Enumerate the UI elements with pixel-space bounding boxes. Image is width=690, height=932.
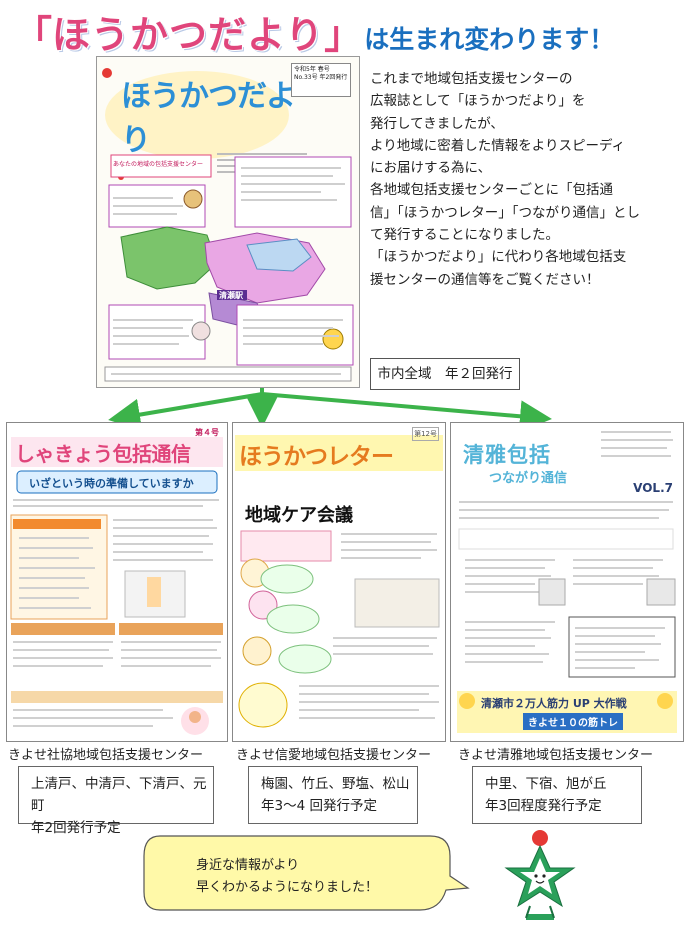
citywide-area-box: 市内全域 年２回発行 [370,358,520,390]
intro-line: 信」「ほうかつレター」「つながり通信」とし [370,204,640,221]
main-logo-text: ほうかつだより [121,79,296,158]
newsletter-shakyo-banner: いざという時の準備していますか [29,477,194,490]
caption-shinai: きよせ信愛地域包括支援センター [236,748,432,763]
main-panel-title: あなたの地域の包括支援センター [113,161,204,168]
intro-line: これまで地域包括支援センターの [370,71,573,87]
intro-line: 発行してきましたが、 [370,115,504,132]
speech-bubble [143,835,470,911]
caption-shakyo: きよせ社協地域包括支援センター [8,748,204,763]
newsletter-shakyo: しゃきょう包括通信 第４号 いざという時の準備していますか [6,422,228,742]
main-issue-line-1: 令和5年 春号 [294,66,330,73]
arrow-left [108,392,263,424]
intro-line: 「ほうかつだより」に代わり各地域包括支 [370,249,627,266]
headline: 「ほうかつだより」は生まれ変わります！ [14,4,684,57]
newsletter-shinai-banner: 地域ケア会議 [245,505,353,526]
intro-text: これまで地域包括支援センターの 広報誌として「ほうかつだより」を 発行してきまし… [370,68,670,291]
headline-title: ほうかつだより [52,13,325,57]
newsletter-seiga-issue: VOL.7 [633,481,673,495]
main-issue-line-2: No.33号 年2回発行 [294,73,348,81]
newsletter-seiga-banner: 清瀬市２万人筋力 UP 大作戦 [481,697,627,710]
newsletter-seiga-subtitle: つながり通信 [489,471,568,486]
main-newsletter-art [97,57,359,387]
area-box-shakyo-areas: 上清戸、中清戸、下清戸、元町 [31,776,207,814]
main-newsletter-thumbnail: ほうかつだより 令和5年 春号 No.33号 年2回発行 あなたの地域の包括支援… [96,56,360,388]
bubble-text: 身近な情報がより 早くわかるようになりました！ [196,855,378,899]
newsletter-seiga: 清雅包括 つながり通信 VOL.7 清瀬市２万人筋力 UP 大作戦 きよせ１０の… [450,422,684,742]
newsletter-shakyo-issue: 第４号 [195,428,219,437]
area-box-seiga-areas: 中里、下宿、旭が丘 [485,776,607,792]
main-map-label: 清瀬駅 [219,291,243,300]
bubble-line-2: 早くわかるようになりました！ [196,880,379,895]
headline-close-bracket: 」 [324,13,363,57]
arrow-right [261,392,552,424]
headline-open-bracket: 「 [14,13,53,57]
newsletter-shinai: ほうかつレター 第12号 地域ケア会議 [232,422,446,742]
newsletter-shakyo-art [7,423,227,741]
area-box-shinai-frequency: 年3～4 回発行予定 [261,798,377,814]
newsletter-shinai-art [233,423,445,741]
intro-line: より地域に密着した情報をよりスピーディ [370,137,626,154]
caption-seiga: きよせ清雅地域包括支援センター [458,748,654,763]
intro-line: て発行することになりました。 [370,227,559,244]
distribution-arrows [108,388,552,424]
main-issue-box: 令和5年 春号 No.33号 年2回発行 [291,63,351,97]
newsletter-shinai-title: ほうかつレター [239,444,394,470]
main-newsletter-logo: ほうかつだより [113,67,309,163]
bubble-line-1: 身近な情報がより [196,858,300,873]
newsletter-shinai-issue: 第12号 [412,427,439,441]
mascot-illustration [504,830,576,920]
newsletter-shakyo-title: しゃきょう包括通信 [15,442,191,466]
area-box-shakyo-frequency: 年2回発行予定 [31,820,121,836]
newsletter-seiga-banner-sub: きよせ１０の筋トレ [523,713,623,730]
newsletter-seiga-title: 清雅包括 [463,443,551,467]
newsletter-seiga-art [451,423,683,741]
area-box-shakyo: 上清戸、中清戸、下清戸、元町 年2回発行予定 [18,766,214,836]
headline-rest: は生まれ変わります！ [364,25,615,54]
intro-line: 援センターの通信等をご覧ください！ [370,271,600,288]
intro-line: にお届けする為に、 [370,160,492,177]
area-box-seiga: 中里、下宿、旭が丘 年3回程度発行予定 [472,766,642,824]
intro-line: 広報誌として「ほうかつだより」を [370,93,586,110]
area-box-seiga-frequency: 年3回程度発行予定 [485,798,602,814]
intro-line: 各地域包括支援センターごとに「包括通 [370,182,613,199]
area-box-shinai-areas: 梅園、竹丘、野塩、松山 [261,776,410,792]
area-box-shinai: 梅園、竹丘、野塩、松山 年3～4 回発行予定 [248,766,418,824]
